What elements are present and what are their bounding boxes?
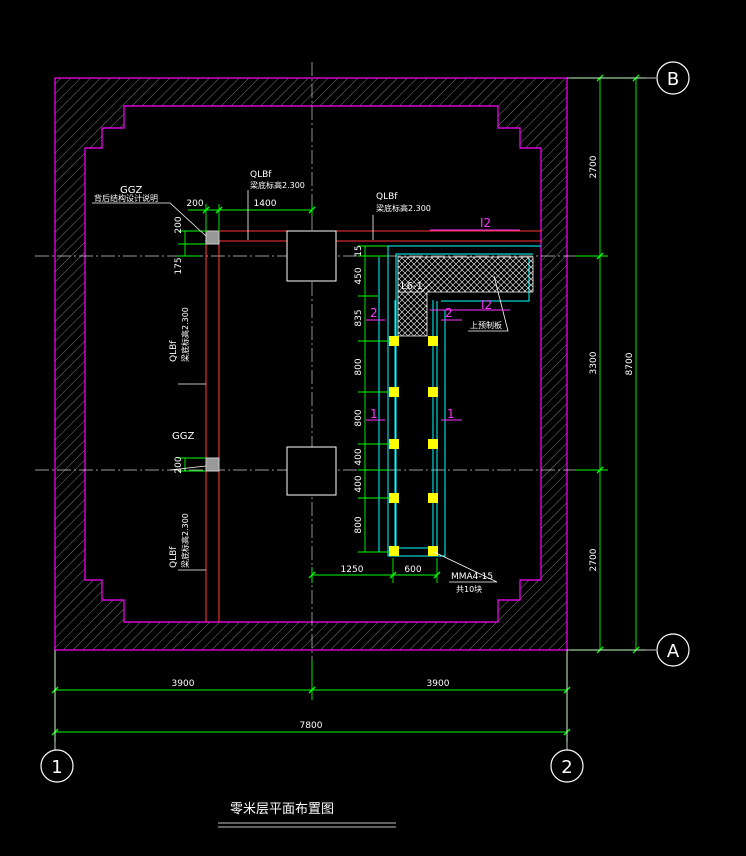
grid-label-1: 1 (51, 757, 62, 778)
label-ggz-top-note: 背后结构设计说明 (94, 193, 158, 203)
label-qlbf-top-1-note: 梁底标高2.300 (250, 180, 305, 190)
section-i2-top: I2 (480, 216, 491, 230)
dim-col-800-a: 800 (354, 358, 364, 375)
dim-bottom-left: 3900 (172, 679, 195, 689)
section-markers (366, 229, 520, 421)
label-qlbf-left-1: QLBf (169, 340, 179, 362)
label-qlbf-top-1: QLBf (250, 170, 272, 180)
pedestals (286, 230, 337, 496)
dim-col-800-b: 800 (354, 409, 364, 426)
embedded-plates (389, 336, 438, 556)
dim-right-total: 8700 (625, 352, 635, 375)
dim-col-800-c: 800 (354, 516, 364, 533)
label-qlbf-top-2: QLBf (376, 192, 398, 202)
grid-label-a: A (667, 641, 680, 662)
section-2-right: 2 (445, 306, 453, 320)
label-slab-note: 上预制板 (470, 320, 502, 330)
label-ggz-mid: GGZ (172, 431, 194, 442)
l6-beam-crosshatch (397, 256, 534, 337)
label-l6-1: L6-1 (401, 281, 423, 292)
grid-bubbles (40, 61, 690, 783)
section-2-left: 2 (370, 306, 378, 320)
axis-centerlines (35, 62, 600, 660)
pedestal-top (286, 230, 337, 282)
dim-top-1400: 1400 (254, 199, 277, 209)
label-mma: MMA4-15 (451, 572, 493, 582)
grid-bubble-a (656, 633, 690, 667)
section-1-right: 1 (447, 407, 455, 421)
ggz-column-mid (205, 457, 220, 472)
dim-right-bot: 2700 (589, 548, 599, 571)
dim-left-175: 175 (174, 257, 184, 274)
label-qlbf-left-2-note: 梁底标高2.300 (180, 513, 190, 568)
dim-col-400-a: 400 (354, 448, 364, 465)
dim-bottom-right: 3900 (427, 679, 450, 689)
pedestal-mid (286, 446, 337, 496)
leader-lines (92, 190, 509, 828)
grid-bubble-2 (550, 749, 584, 783)
ggz-column-top (205, 230, 220, 245)
dim-col-450: 450 (354, 267, 364, 284)
dim-h-1250: 1250 (341, 565, 364, 575)
grid-label-b: B (667, 69, 679, 90)
dim-bottom-total: 7800 (300, 721, 323, 731)
dim-left-200-a: 200 (174, 216, 184, 233)
drawing-title: 零米层平面布置图 (230, 802, 334, 817)
dim-left-200-b: 200 (174, 456, 184, 473)
grid-bubble-1 (40, 749, 74, 783)
section-i2-mid: I2 (481, 298, 492, 312)
label-qlbf-top-2-note: 梁底标高2.300 (376, 203, 431, 213)
grid-label-2: 2 (561, 757, 572, 778)
label-qlbf-left-1-note: 梁底标高2.300 (180, 307, 190, 362)
section-1-left: 1 (370, 407, 378, 421)
dim-h-600: 600 (404, 565, 421, 575)
label-mma-note: 共10块 (456, 584, 482, 594)
perimeter-wall (54, 77, 568, 651)
dim-right-mid: 3300 (589, 351, 599, 374)
dim-right-top: 2700 (589, 155, 599, 178)
dim-top-200: 200 (186, 199, 203, 209)
dim-col-835: 835 (354, 309, 364, 326)
label-ggz-top: GGZ (120, 185, 142, 196)
dim-col-15: 15 (354, 245, 364, 256)
label-qlbf-left-2: QLBf (169, 546, 179, 568)
grid-bubble-b (656, 61, 690, 95)
dim-col-400-b: 400 (354, 475, 364, 492)
